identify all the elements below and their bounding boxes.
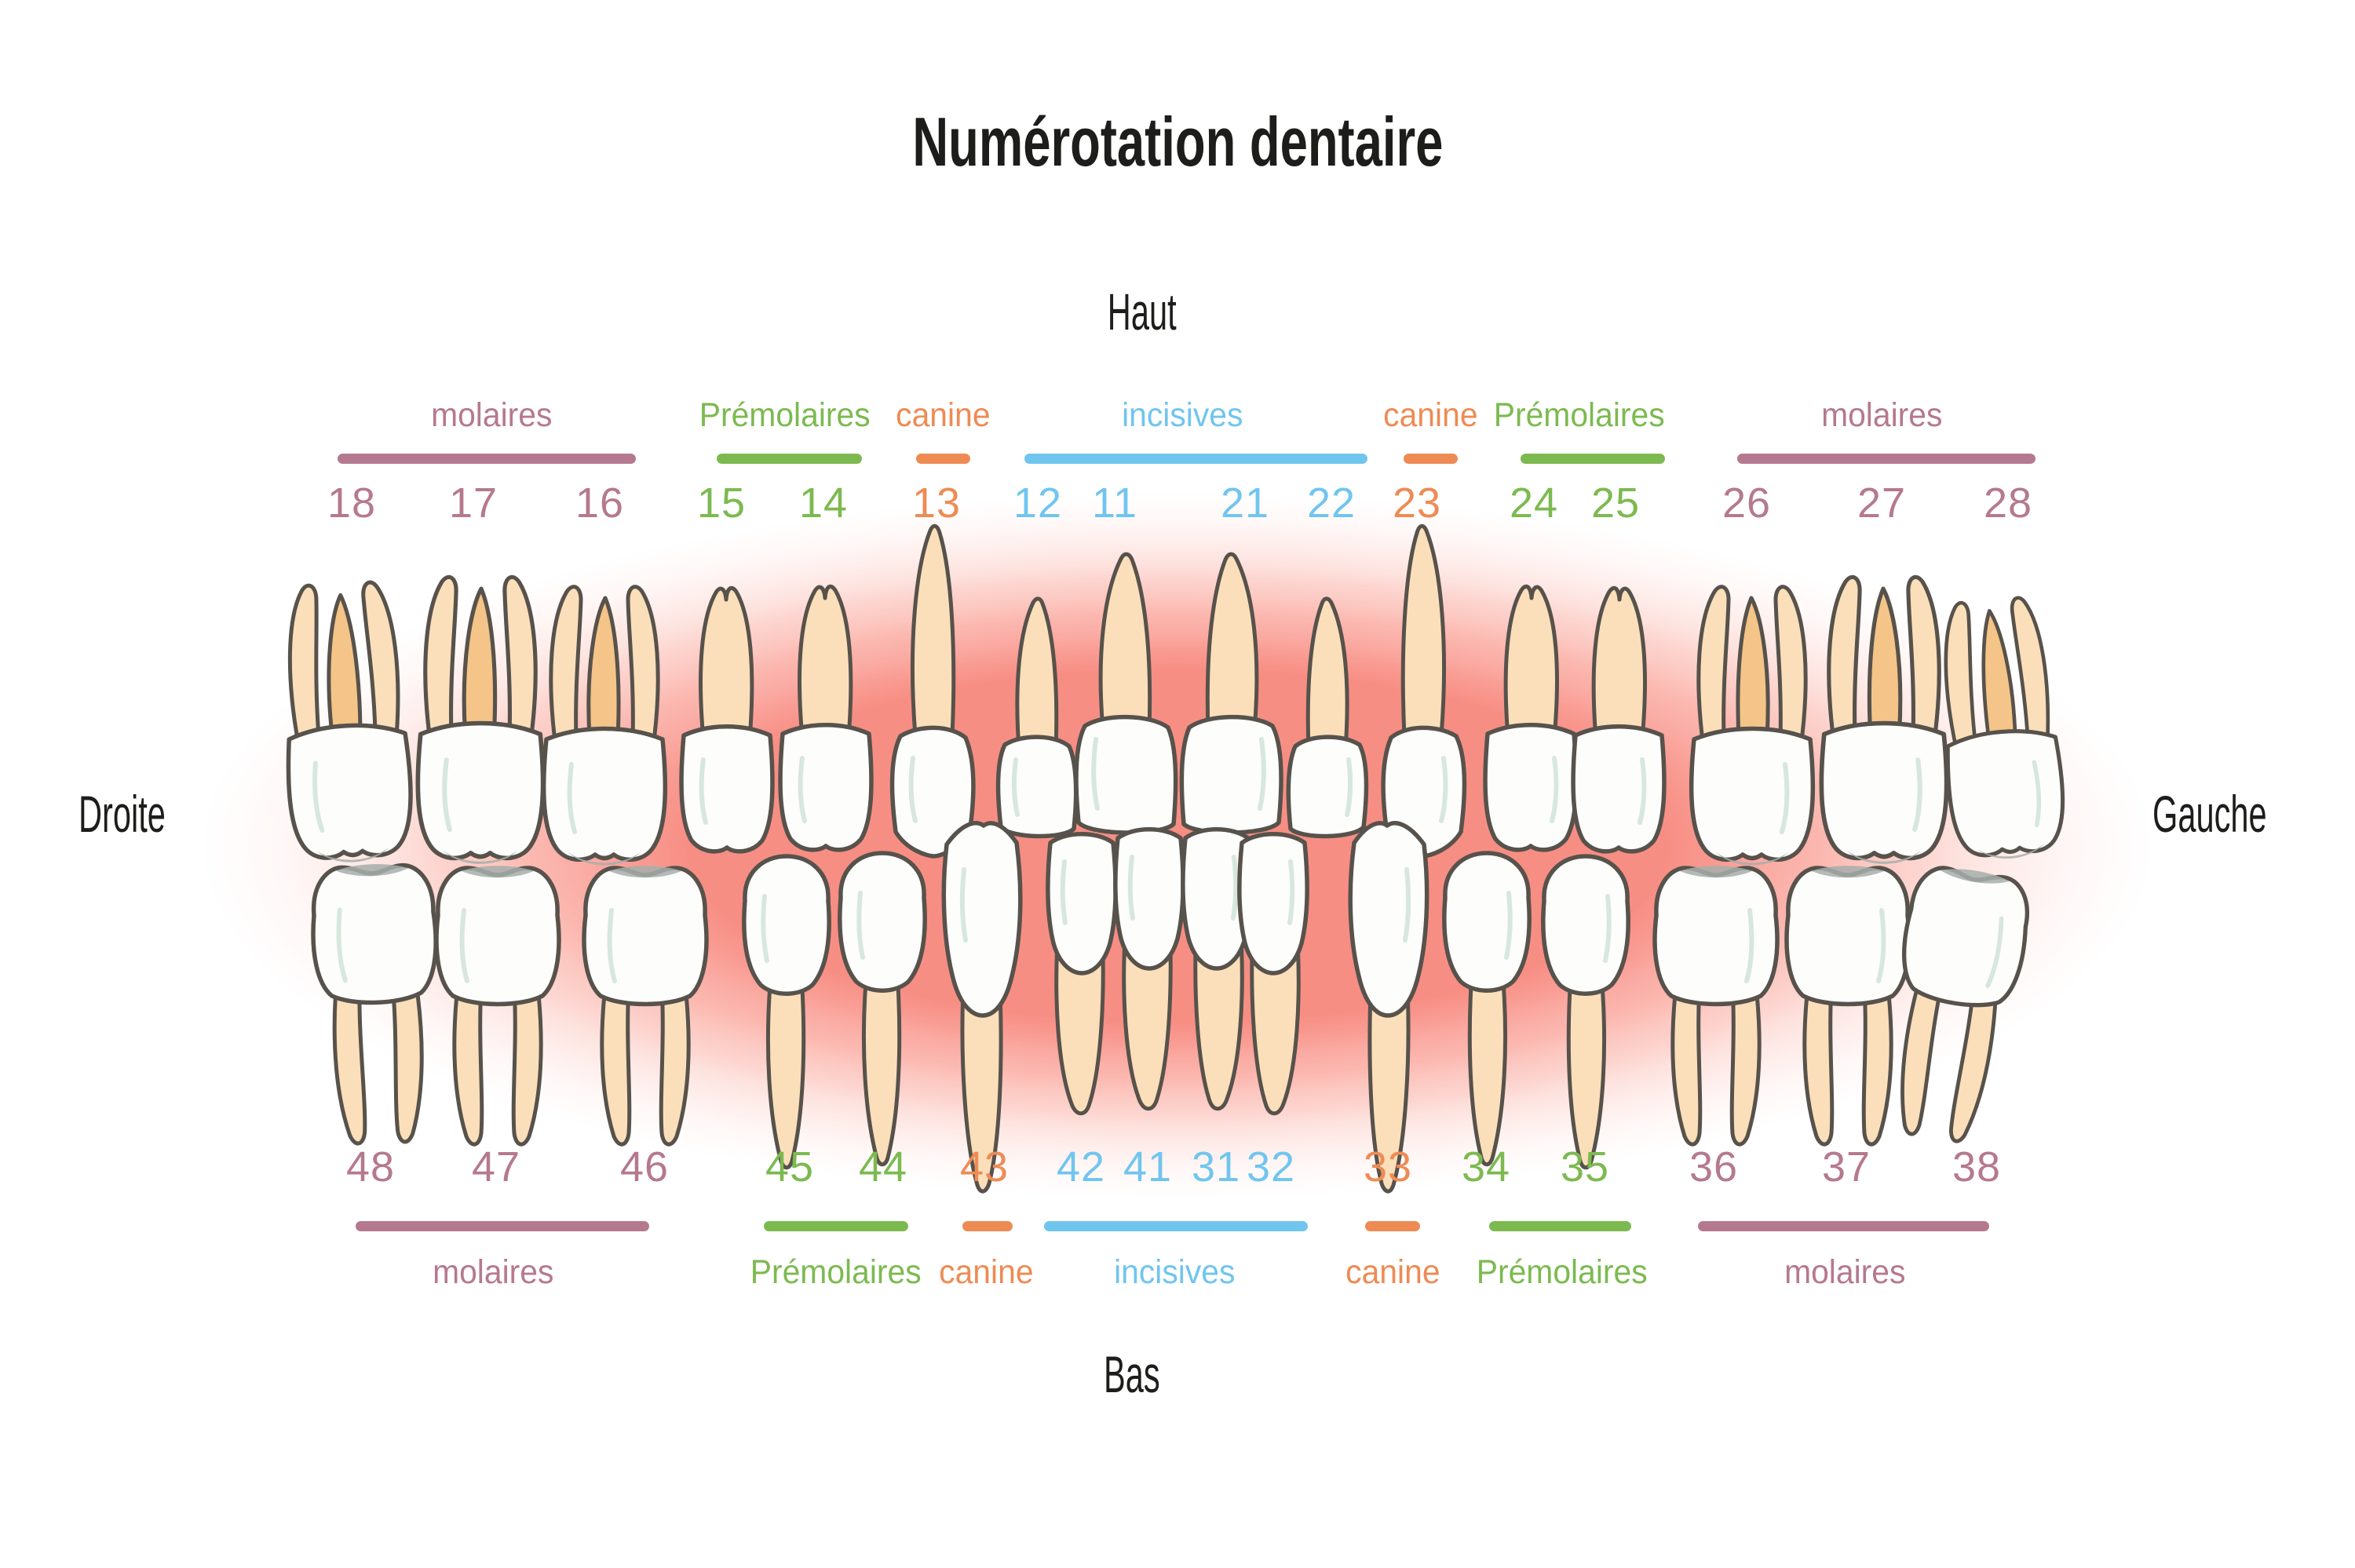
group-line-upper-3-incisors [1024, 454, 1367, 464]
tooth-number-46: 46 [619, 1143, 670, 1191]
tooth-number-16: 16 [575, 480, 625, 527]
tooth-graphic-18 [279, 581, 414, 865]
tooth-graphic-27 [1821, 577, 1946, 863]
group-label-upper-4-canines: canine [1382, 396, 1478, 434]
tooth-number-22: 22 [1306, 480, 1356, 527]
tooth-number-45: 45 [765, 1143, 815, 1191]
tooth-number-23: 23 [1392, 480, 1442, 527]
tooth-number-48: 48 [345, 1143, 396, 1191]
group-label-upper-5-premolars: Prémolaires [1494, 396, 1665, 434]
tooth-number-28: 28 [1983, 480, 2033, 527]
group-label-lower-3-incisors: incisives [1113, 1253, 1236, 1291]
page-title: Numérotation dentaire [912, 103, 1443, 181]
tooth-number-47: 47 [471, 1143, 521, 1191]
group-line-upper-5-premolars [1521, 454, 1665, 464]
group-line-lower-1-premolars [764, 1221, 908, 1231]
tooth-number-34: 34 [1461, 1143, 1511, 1191]
group-line-lower-0-molars [356, 1221, 649, 1231]
tooth-number-32: 32 [1246, 1143, 1296, 1191]
tooth-number-11: 11 [1091, 480, 1138, 527]
group-label-lower-2-canines: canine [938, 1253, 1034, 1291]
tooth-number-37: 37 [1821, 1143, 1871, 1191]
group-label-lower-5-premolars: Prémolaires [1477, 1253, 1648, 1291]
group-line-lower-4-canines [1365, 1221, 1420, 1231]
tooth-number-38: 38 [1952, 1143, 2002, 1191]
tooth-number-43: 43 [959, 1143, 1010, 1191]
group-label-lower-1-premolars: Prémolaires [750, 1253, 922, 1291]
tooth-number-36: 36 [1689, 1143, 1739, 1191]
group-label-upper-0-molars: molaires [430, 396, 553, 434]
tooth-number-33: 33 [1363, 1143, 1413, 1191]
group-label-upper-2-canines: canine [895, 396, 991, 434]
group-label-lower-6-molars: molaires [1784, 1253, 1906, 1291]
tooth-number-31: 31 [1191, 1143, 1241, 1191]
group-line-upper-4-canines [1404, 454, 1458, 464]
tooth-number-18: 18 [327, 480, 377, 527]
group-line-lower-6-molars [1698, 1221, 1989, 1231]
group-line-upper-6-molars [1737, 454, 2036, 464]
tooth-number-24: 24 [1509, 480, 1559, 527]
orientation-label-left: Droite [78, 785, 166, 843]
tooth-number-35: 35 [1560, 1143, 1610, 1191]
group-line-lower-2-canines [962, 1221, 1013, 1231]
group-line-lower-3-incisors [1044, 1221, 1308, 1231]
group-line-upper-0-molars [338, 454, 636, 464]
tooth-number-15: 15 [696, 480, 747, 527]
tooth-number-13: 13 [911, 480, 962, 527]
tooth-graphic-17 [418, 577, 542, 863]
group-line-upper-2-canines [916, 454, 970, 464]
tooth-number-25: 25 [1590, 480, 1641, 527]
tooth-number-14: 14 [798, 480, 849, 527]
tooth-number-44: 44 [858, 1143, 908, 1191]
tooth-graphic-28 [1933, 596, 2068, 863]
tooth-number-27: 27 [1857, 480, 1907, 527]
tooth-number-41: 41 [1123, 1143, 1173, 1191]
group-label-upper-3-incisors: incisives [1121, 396, 1243, 434]
tooth-number-21: 21 [1220, 480, 1270, 527]
tooth-number-26: 26 [1722, 480, 1772, 527]
tooth-number-42: 42 [1056, 1143, 1106, 1191]
orientation-label-right: Gauche [2152, 785, 2267, 843]
group-label-lower-0-molars: molaires [432, 1253, 554, 1291]
group-label-upper-1-premolars: Prémolaires [699, 396, 871, 434]
tooth-number-17: 17 [448, 480, 498, 527]
orientation-label-top: Haut [1108, 283, 1177, 341]
tooth-graphic-26 [1692, 587, 1813, 866]
group-label-upper-6-molars: molaires [1820, 396, 1943, 434]
group-label-lower-4-canines: canine [1345, 1253, 1440, 1291]
orientation-label-bottom: Bas [1104, 1345, 1160, 1403]
tooth-graphic-16 [544, 587, 666, 866]
group-line-lower-5-premolars [1489, 1221, 1631, 1231]
tooth-number-12: 12 [1013, 480, 1063, 527]
group-line-upper-1-premolars [717, 454, 862, 464]
